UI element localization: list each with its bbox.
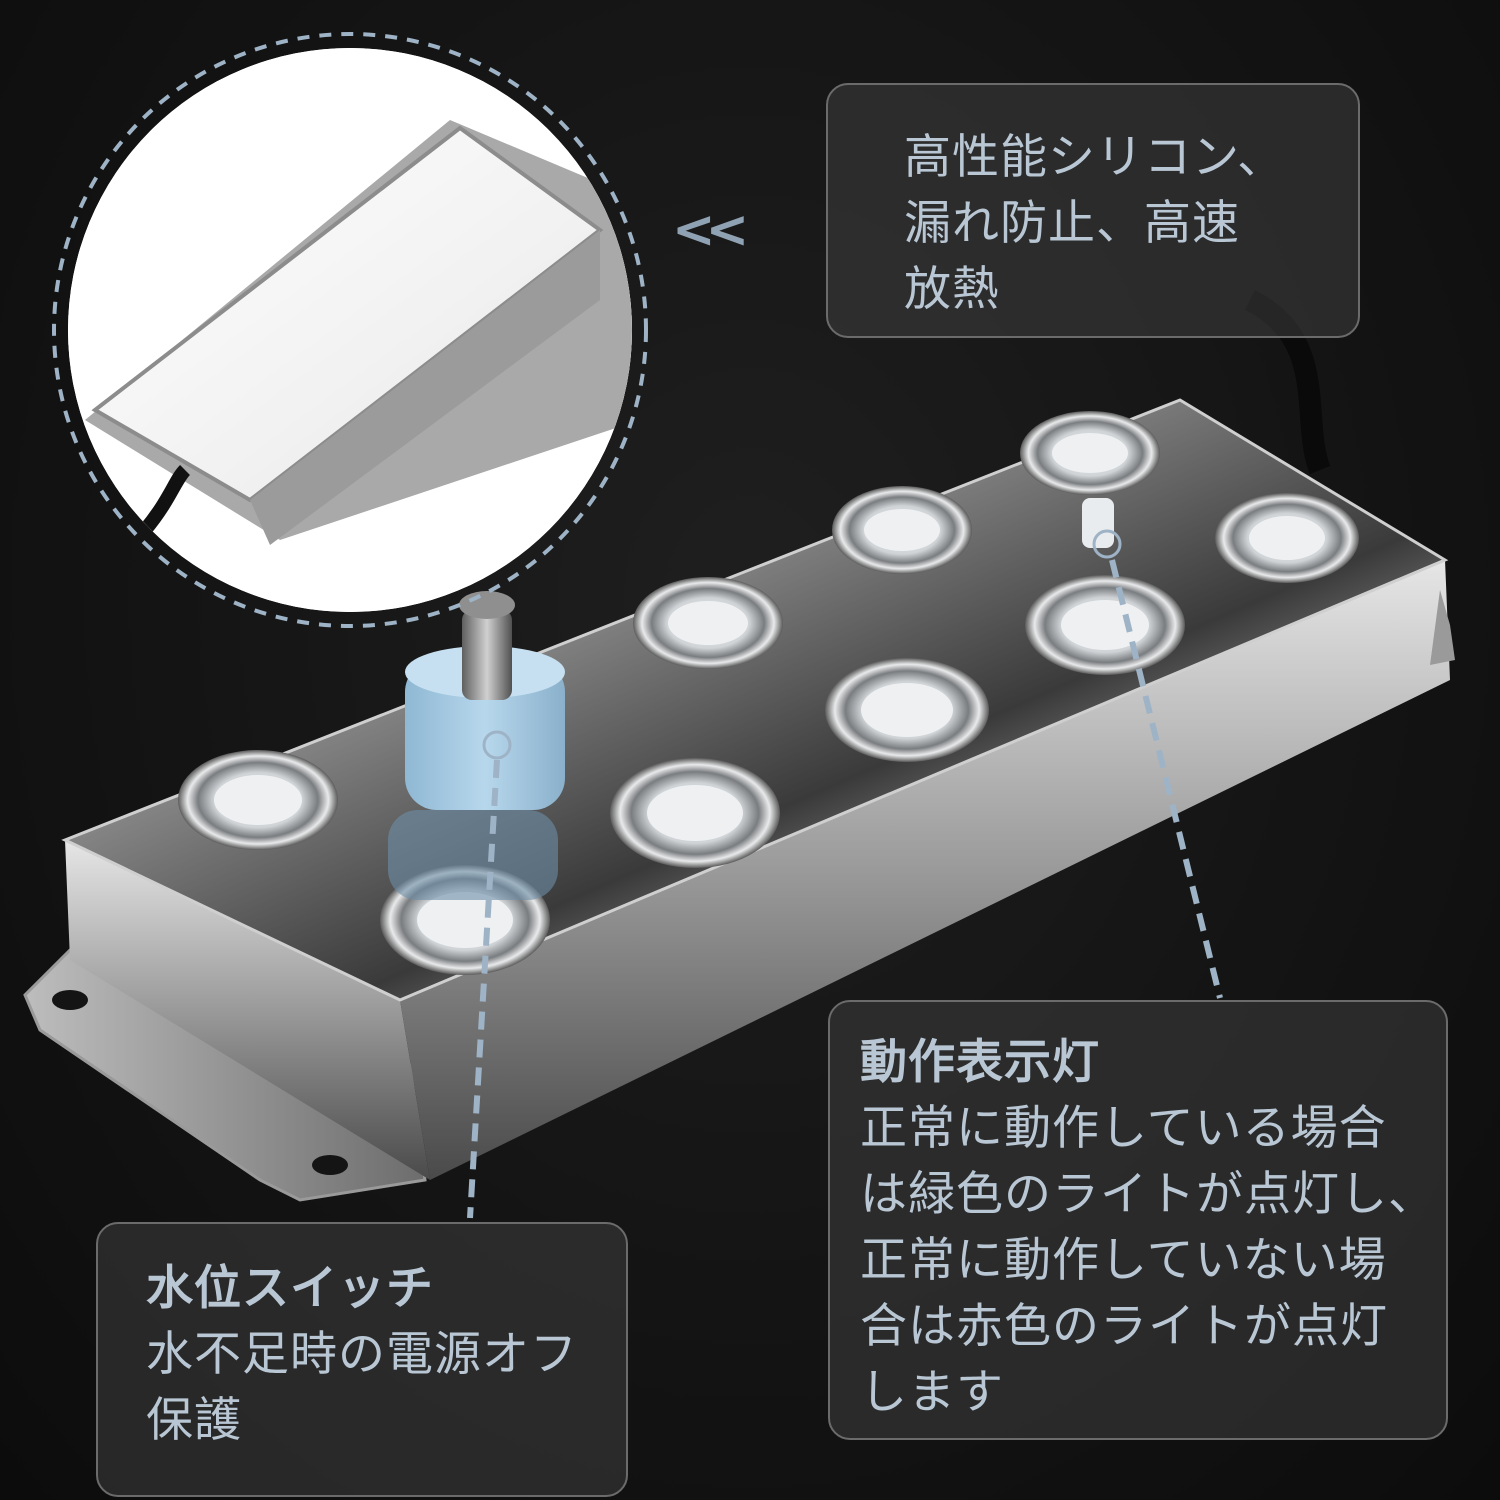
callout-text: 漏れ防止、高速 xyxy=(904,196,1240,251)
leader-line-icon xyxy=(467,529,1223,1219)
float-switch-reflection xyxy=(388,810,558,900)
callout-text: 水不足時の電源オフ xyxy=(146,1327,578,1382)
callout-text: は緑色のライトが点灯し、 xyxy=(860,1167,1436,1222)
callout-title: 動作表示灯 xyxy=(860,1035,1100,1090)
magnifier-dashed-ring xyxy=(52,32,648,628)
float-switch xyxy=(405,591,565,810)
callout-text: 高性能シリコン、 xyxy=(904,130,1286,185)
callout-title: 水位スイッチ xyxy=(146,1261,434,1316)
magnified-detail xyxy=(68,48,632,612)
atomizer-rings xyxy=(178,411,1359,975)
callout-text: 合は赤色のライトが点灯 xyxy=(860,1299,1388,1354)
flange-slot xyxy=(312,1155,348,1175)
callout-text: 正常に動作していない場 xyxy=(860,1233,1387,1288)
mister-body-front xyxy=(400,560,1450,1180)
callout-indicator-light: 動作表示灯 正常に動作している場合 は緑色のライトが点灯し、 正常に動作していな… xyxy=(828,1000,1448,1440)
callout-silicone: 高性能シリコン、 漏れ防止、高速 放熱 xyxy=(826,83,1360,338)
flange-right xyxy=(1430,590,1455,665)
callout-text: 放熱 xyxy=(904,262,1000,317)
callout-text: 保護 xyxy=(146,1393,242,1448)
mister-body-side xyxy=(65,840,430,1180)
indicator-light xyxy=(1082,498,1114,548)
double-chevron-left-icon: << xyxy=(672,200,749,260)
flange-slot xyxy=(52,990,88,1010)
callout-water-level-switch: 水位スイッチ 水不足時の電源オフ 保護 xyxy=(96,1222,628,1497)
callout-text: 正常に動作している場合 xyxy=(860,1101,1387,1156)
callout-text: します xyxy=(860,1365,1004,1420)
